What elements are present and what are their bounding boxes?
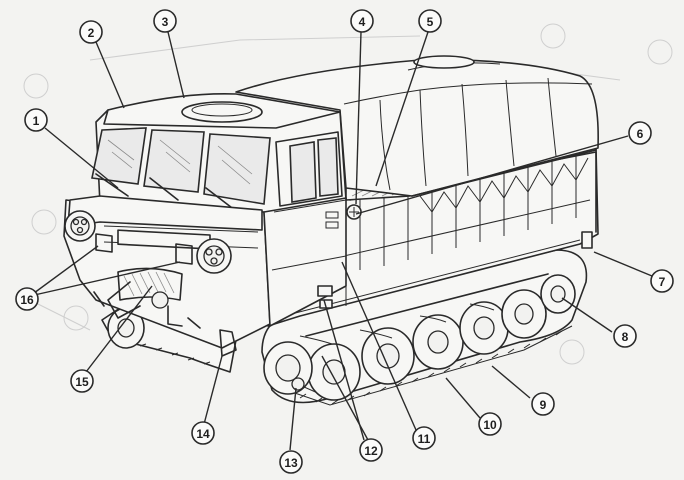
callout-label: 15 [75, 375, 89, 389]
fuel-cap [346, 204, 362, 220]
callout-label: 11 [418, 432, 431, 446]
callout-4: 4 [350, 9, 374, 33]
callout-7: 7 [650, 269, 674, 293]
callout-label: 7 [659, 275, 666, 289]
leader-lines [29, 31, 653, 451]
left-track [101, 299, 237, 373]
headlight-left [64, 210, 96, 242]
callout-3: 3 [153, 9, 177, 33]
callout-label: 2 [88, 26, 95, 40]
callout-5: 5 [418, 9, 442, 33]
callout-label: 12 [364, 444, 378, 458]
canvas-cover [235, 55, 599, 213]
callout-label: 4 [359, 15, 366, 29]
callout-1: 1 [24, 108, 48, 132]
front-sprocket [263, 341, 313, 395]
callout-15: 15 [70, 369, 94, 393]
callout-label: 6 [637, 127, 644, 141]
callout-label: 8 [622, 330, 629, 344]
callout-2: 2 [79, 20, 103, 44]
callout-12: 12 [359, 438, 383, 462]
callout-6: 6 [628, 121, 652, 145]
cargo-bed-slats [359, 152, 577, 270]
tow-hooks [95, 233, 193, 265]
callout-9: 9 [531, 392, 555, 416]
callout-label: 10 [483, 418, 497, 432]
callout-label: 3 [162, 15, 169, 29]
callout-11: 11 [412, 426, 436, 450]
callout-13: 13 [279, 450, 303, 474]
callout-label: 1 [33, 114, 40, 128]
cover-tie-downs [411, 149, 597, 213]
callout-10: 10 [478, 412, 502, 436]
callout-14: 14 [191, 421, 215, 445]
road-wheels [307, 274, 576, 401]
front-panel [64, 195, 263, 357]
headlight-right [196, 238, 232, 274]
front-tie-down [219, 329, 237, 357]
callout-8: 8 [613, 324, 637, 348]
callout-label: 13 [284, 456, 298, 470]
callout-16: 16 [15, 287, 39, 311]
callout-label: 5 [427, 15, 434, 29]
taillight [581, 231, 593, 249]
callout-label: 9 [540, 398, 547, 412]
roof [103, 93, 341, 129]
callout-label: 16 [20, 293, 34, 307]
track-pads [299, 330, 563, 405]
windshield [91, 127, 271, 205]
winch [107, 267, 183, 319]
callout-label: 14 [196, 427, 210, 441]
